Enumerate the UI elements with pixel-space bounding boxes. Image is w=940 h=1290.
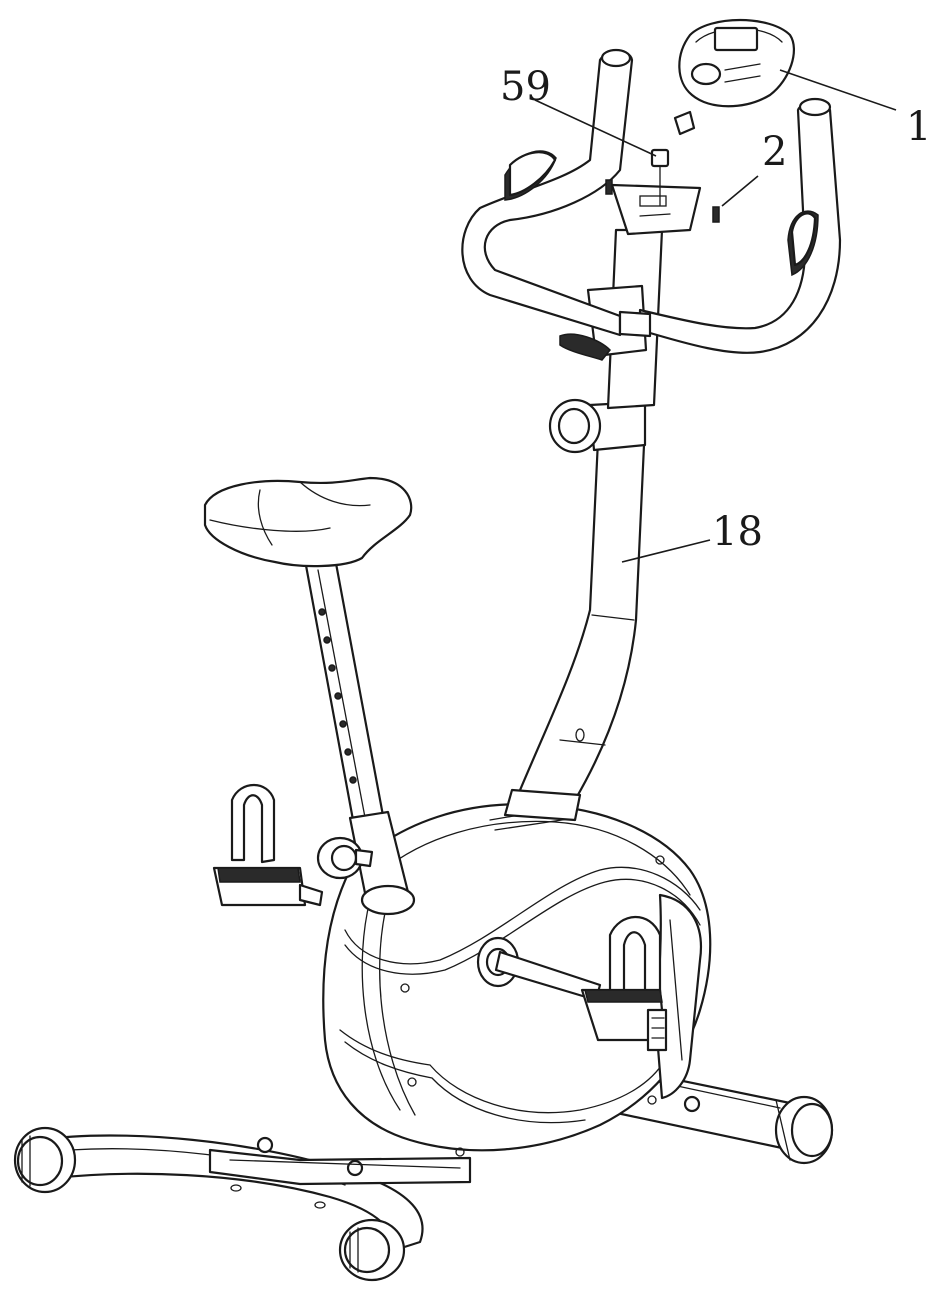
seat-post	[303, 556, 416, 916]
base-frame-rail	[208, 1136, 472, 1186]
callout-1: 1	[906, 104, 931, 150]
callout-leaders	[534, 69, 897, 563]
adjust-knob-clamp	[548, 398, 647, 454]
main-upright-tube	[503, 438, 646, 822]
seat-adjust-knob	[316, 836, 374, 880]
callout-2: 2	[762, 129, 787, 175]
callout-59: 59	[500, 64, 551, 110]
crank-hub	[476, 936, 602, 1002]
rear-stabilizer	[610, 1066, 834, 1165]
right-pedal	[580, 915, 668, 1052]
crank-arm-cover	[653, 893, 703, 1100]
front-stabilizer	[13, 1126, 424, 1282]
left-pedal	[212, 784, 324, 907]
mounting-bracket	[605, 179, 720, 236]
callout-18: 18	[712, 509, 763, 555]
sensor-wire-59	[650, 148, 670, 206]
handlebar	[461, 48, 842, 354]
saddle	[203, 476, 413, 568]
console-computer	[673, 19, 795, 136]
